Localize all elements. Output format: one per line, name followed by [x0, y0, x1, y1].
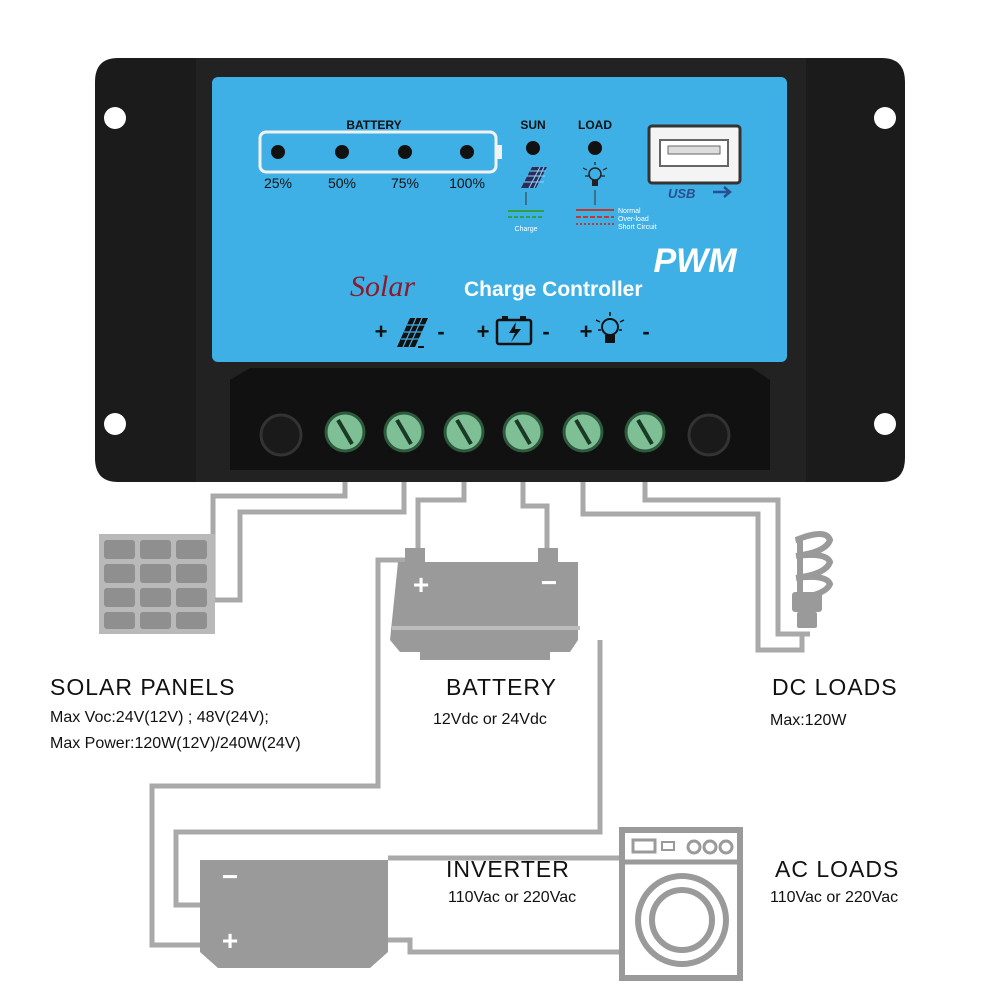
sun-led: [526, 141, 540, 155]
battery-illustration: [390, 548, 580, 660]
wire-solar-positive: [210, 482, 348, 602]
charge-controller: PWM Solar Charge Controller: [95, 58, 905, 482]
dc-loads-title: DC LOADS: [772, 674, 898, 700]
inverter-minus-mark: −: [222, 861, 238, 892]
ac-loads-spec: 110Vac or 220Vac: [770, 889, 899, 906]
terminal-screw-5[interactable]: [562, 411, 604, 453]
usb-icon: [713, 186, 732, 198]
sun-label: SUN: [520, 118, 545, 132]
solar-panels-title: SOLAR PANELS: [50, 674, 236, 700]
load-state-overload: Over-load: [618, 216, 649, 223]
battery-led-50: [335, 145, 349, 159]
terminal-screw-3[interactable]: [443, 411, 485, 453]
charge-label: Charge: [515, 226, 538, 233]
terminal-icon-battery: [495, 316, 533, 346]
mount-hole-bottom-right: [874, 413, 896, 435]
battery-level-50: 50%: [328, 175, 356, 191]
terminal-screw-6[interactable]: [624, 411, 666, 453]
wire-inverter-negative: [173, 640, 603, 908]
mount-hole-top-right: [874, 107, 896, 129]
battery-terminal-minus: -: [542, 319, 549, 344]
inverter-illustration: [200, 860, 388, 968]
load-label: LOAD: [578, 118, 612, 132]
load-terminal-plus: +: [580, 319, 593, 344]
mount-hole-top-left: [104, 107, 126, 129]
battery-level-25: 25%: [264, 175, 292, 191]
wire-battery-positive: [415, 482, 467, 555]
battery-led-75: [398, 145, 412, 159]
battery-led-25: [271, 145, 285, 159]
faceplate: [212, 77, 787, 362]
pwm-label: PWM: [653, 242, 737, 280]
terminal-icon-solar: [397, 317, 428, 348]
terminal-plug-left: [259, 413, 303, 457]
dc-load-bulb-illustration: [792, 531, 834, 628]
load-terminal-minus: -: [642, 319, 649, 344]
wire-solar-negative: [215, 482, 407, 603]
battery-level-75: 75%: [391, 175, 419, 191]
brand-text: Charge Controller: [464, 278, 643, 301]
wire-battery-negative: [520, 482, 550, 555]
wire-load-positive: [580, 482, 805, 653]
terminal-plug-right: [687, 413, 731, 457]
battery-terminal-plus: +: [477, 319, 490, 344]
battery-level-100: 100%: [449, 175, 485, 191]
solar-panels-power: Max Power:120W(12V)/240W(24V): [50, 735, 301, 752]
load-led: [588, 141, 602, 155]
sun-panel-icon: [521, 166, 547, 189]
terminal-screw-4[interactable]: [502, 411, 544, 453]
ac-load-washer-illustration: [619, 827, 743, 981]
dc-loads-spec: Max:120W: [770, 712, 847, 729]
inverter-plus-mark: +: [222, 925, 238, 956]
terminal-screw-2[interactable]: [383, 411, 425, 453]
terminal-screw-1[interactable]: [324, 411, 366, 453]
load-state-short: Short Circuit: [618, 224, 657, 231]
mount-hole-bottom-left: [104, 413, 126, 435]
inverter-title: INVERTER: [446, 856, 570, 882]
wire-ac-load-2: [388, 937, 622, 955]
wires: [149, 482, 810, 955]
battery-indicator-title: BATTERY: [346, 118, 401, 132]
load-state-normal: Normal: [618, 208, 641, 215]
battery-indicator-tip: [496, 145, 502, 159]
terminal-block: [230, 368, 770, 470]
usb-port-tongue: [667, 145, 721, 155]
wire-load-negative: [642, 482, 810, 637]
load-bulb-icon: [582, 162, 608, 186]
solar-panel-illustration: [99, 534, 215, 634]
ac-loads-title: AC LOADS: [775, 856, 900, 882]
battery-title: BATTERY: [446, 674, 557, 700]
solar-panels-voc: Max Voc:24V(12V) ; 48V(24V);: [50, 709, 269, 726]
terminal-icon-bulb: [595, 312, 625, 343]
inverter-spec: 110Vac or 220Vac: [448, 889, 577, 906]
brand-script: Solar: [350, 270, 415, 303]
solar-terminal-plus: +: [375, 319, 388, 344]
battery-minus-mark: −: [541, 567, 557, 598]
wire-inverter-positive: [149, 557, 405, 948]
battery-spec: 12Vdc or 24Vdc: [433, 711, 547, 728]
usb-label: USB: [668, 186, 695, 201]
battery-led-100: [460, 145, 474, 159]
battery-plus-mark: +: [413, 569, 429, 600]
solar-terminal-minus: -: [437, 319, 444, 344]
